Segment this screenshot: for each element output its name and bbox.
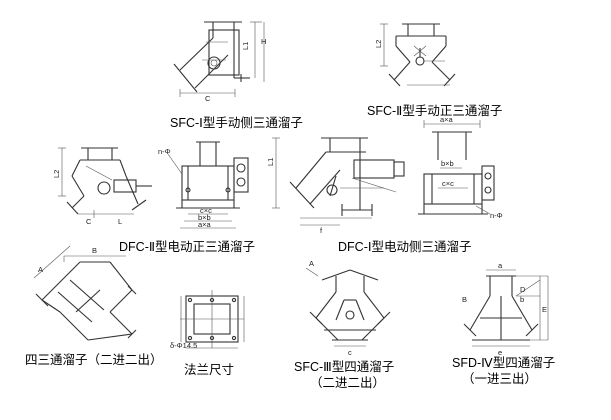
dim-B-b: B	[462, 295, 467, 304]
dim-cxc: c×c	[200, 206, 212, 215]
dim-b: b	[520, 295, 524, 304]
flange-drawing: δ-Φ14.5	[170, 290, 245, 350]
dim-a: a	[498, 261, 503, 270]
caption-sfc2: SFC-Ⅱ型手动正三通溜子	[367, 104, 503, 118]
dim-E: E	[542, 305, 547, 314]
caption-sfd4-line1: SFD-Ⅳ型四通溜子	[452, 356, 556, 370]
dim-D: D	[520, 285, 526, 294]
sfc3-drawing: A c	[305, 259, 391, 357]
dim-c-b: c	[348, 348, 352, 357]
dim-cxc-b: c×c	[442, 179, 454, 188]
dim-axa-b: a×a	[440, 115, 454, 124]
caption-four-way: 四三通溜子（二进二出）	[25, 353, 163, 367]
caption-flange: 法兰尺寸	[184, 363, 235, 377]
caption-dfc2: DFC-Ⅱ型电动正三通溜子	[119, 240, 256, 254]
dim-delta-phi: δ-Φ14.5	[170, 341, 197, 350]
caption-sfc1: SFC-Ⅰ型手动侧三通溜子	[170, 116, 303, 130]
four-way-drawing: A B	[33, 245, 137, 341]
dim-e: e	[498, 348, 502, 357]
dim-C-b: C	[86, 217, 92, 226]
sfc1-drawing: L1 H C	[173, 21, 266, 103]
dim-bxb-b: b×b	[441, 159, 454, 168]
dim-A: A	[38, 265, 43, 274]
dim-L2: L2	[374, 40, 383, 48]
caption-sfc3-line1: SFC-Ⅲ型四通溜子	[294, 360, 395, 374]
dim-L2-b: L2	[52, 170, 61, 178]
dim-B: B	[92, 246, 97, 255]
dim-axa: a×a	[198, 220, 212, 229]
dim-n-phi-b: n-Φ	[490, 211, 503, 220]
dim-H: H	[261, 37, 266, 46]
dfc1-front-drawing: a×a b×b c×c n-Φ	[418, 115, 503, 220]
dim-C: C	[205, 94, 211, 103]
caption-sfc3-line2: （二进二出）	[310, 376, 386, 390]
dim-f: f	[320, 226, 323, 235]
dfc2-front-drawing: n-Φ c×c b×b a×a	[158, 141, 249, 229]
dfc2-side-drawing: L2 C L	[52, 147, 152, 226]
caption-dfc1: DFC-Ⅰ型电动侧三通溜子	[338, 240, 472, 254]
dfc1-side-drawing: L1 f	[266, 137, 405, 235]
dim-L1: L1	[241, 42, 250, 50]
dim-L: L	[118, 217, 122, 226]
dim-n-phi: n-Φ	[158, 147, 171, 156]
dim-L1-b: L1	[266, 158, 275, 166]
caption-sfd4-line2: （一进三出）	[462, 372, 538, 386]
dim-A-b: A	[309, 259, 314, 268]
sfc2-drawing: L2	[374, 23, 456, 87]
sfd4-drawing: a D E b e B	[462, 261, 549, 357]
dim-bxb: b×b	[198, 213, 211, 222]
